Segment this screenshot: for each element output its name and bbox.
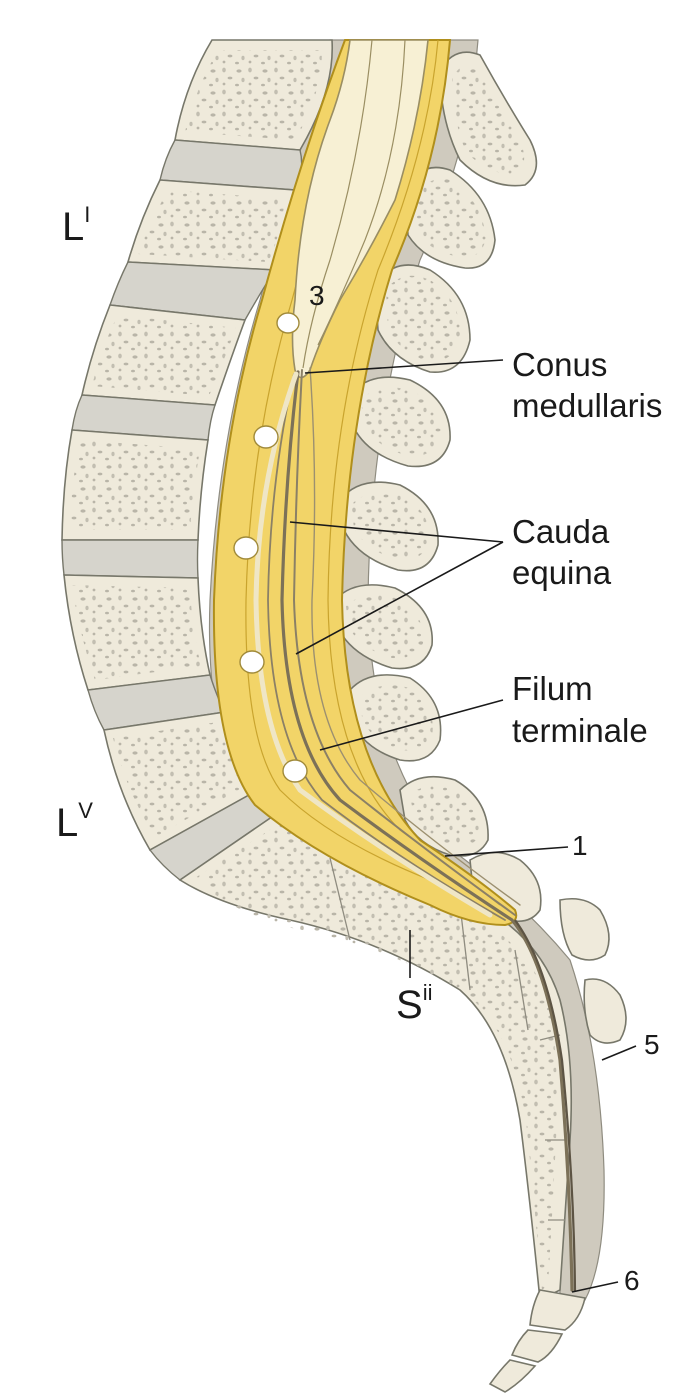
label-filum-line1: Filum (512, 670, 593, 707)
label-number-3: 3 (309, 280, 325, 311)
level-label-s2: Sii (396, 980, 432, 1027)
label-conus-line2: medullaris (512, 387, 662, 424)
spinous-processes (334, 51, 627, 1044)
level-label-l1: LI (62, 202, 90, 249)
label-filum-line2: terminale (512, 712, 648, 749)
intervertebral-disc (61, 539, 199, 579)
cauda-equina (253, 367, 574, 1292)
label-number-6: 6 (624, 1265, 640, 1296)
vertebral-body-t12 (185, 50, 322, 140)
vertebral-bodies (61, 39, 334, 881)
label-number-1: 1 (572, 830, 588, 861)
label-conus-line1: Conus (512, 346, 607, 383)
leader-lines (289, 359, 637, 1293)
filum-terminale (514, 919, 577, 1293)
level-label-l5: LV (56, 798, 93, 845)
nerve-root-openings (233, 312, 308, 783)
label-cauda-line1: Cauda (512, 513, 610, 550)
dural-sac (212, 39, 518, 927)
label-cauda-line2: equina (512, 554, 612, 591)
coccyx (488, 1289, 586, 1393)
label-number-5: 5 (644, 1029, 660, 1060)
